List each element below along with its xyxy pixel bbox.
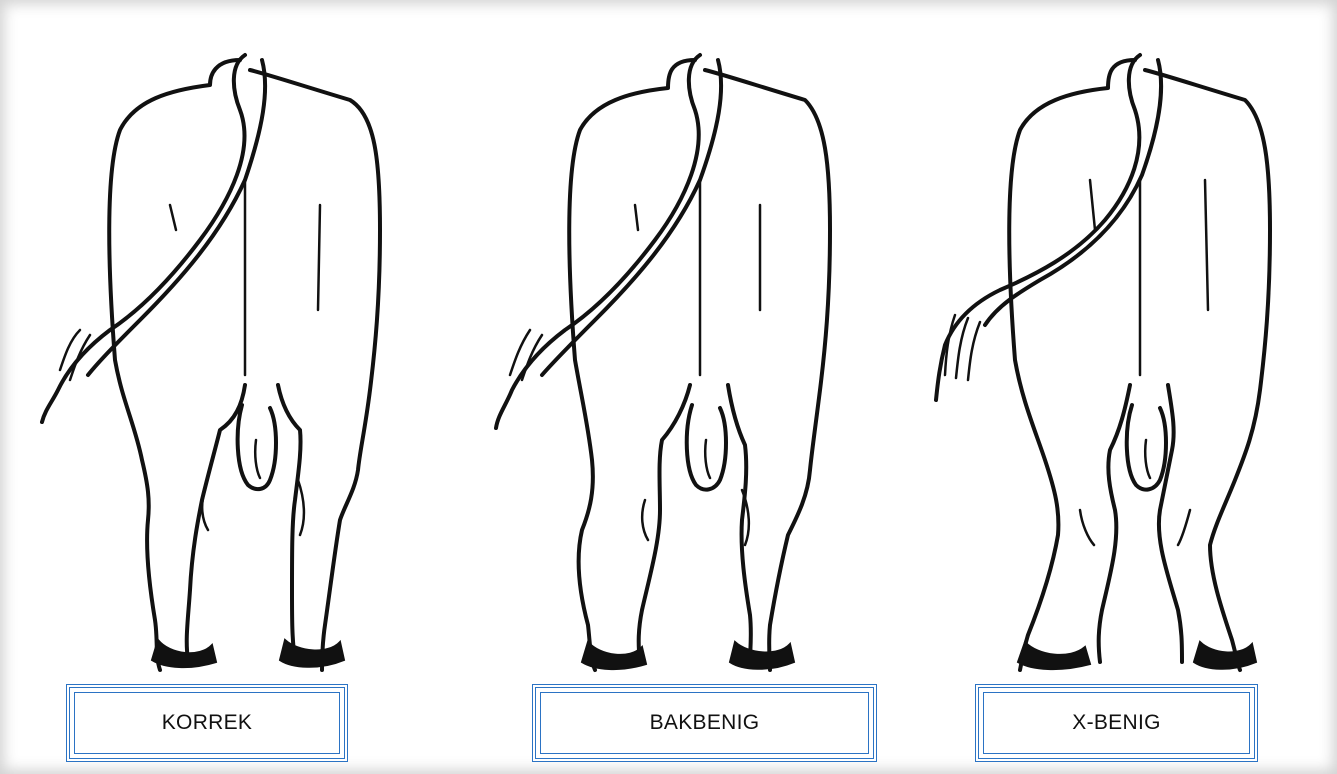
cow-rear-view-x-benig [910,30,1330,670]
label-box-x-benig: X-BENIG [975,684,1258,762]
label-x-benig: X-BENIG [1072,711,1160,735]
label-bakbenig: BAKBENIG [650,711,760,735]
label-korrek: KORREK [162,711,253,735]
cow-rear-view-korrek [30,30,450,670]
label-box-bakbenig: BAKBENIG [532,684,877,762]
cow-rear-view-bakbenig [470,30,890,670]
label-box-korrek: KORREK [66,684,348,762]
